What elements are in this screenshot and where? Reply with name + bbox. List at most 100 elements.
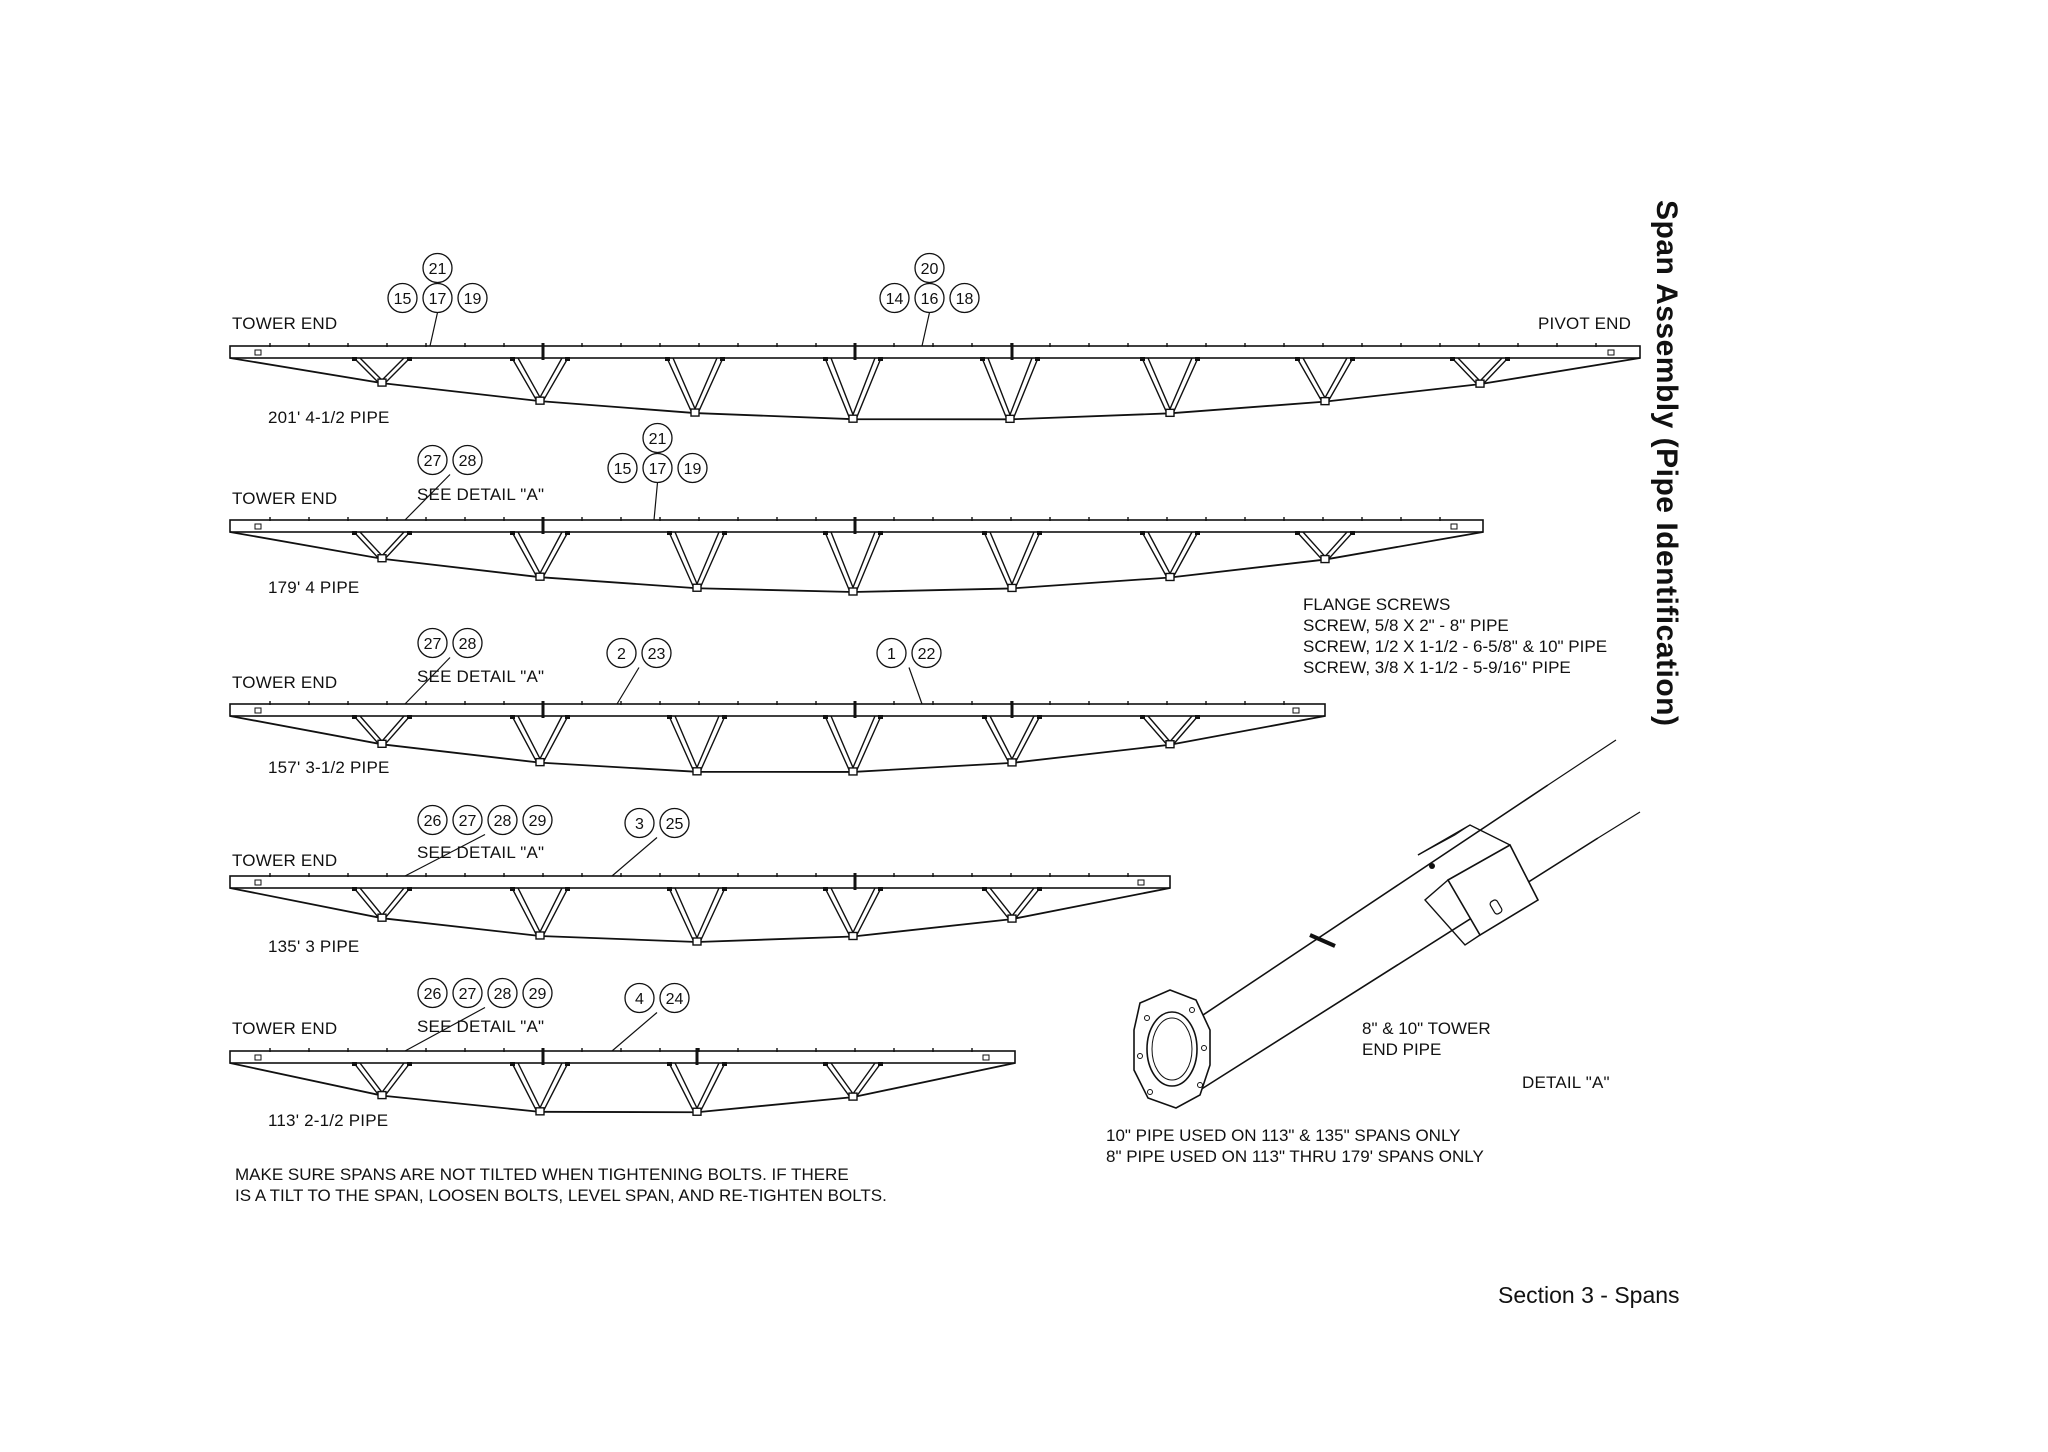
end-plate [1137,879,1145,886]
detail-a-note-2: 8" PIPE USED ON 113" THRU 179' SPANS ONL… [1106,1147,1484,1166]
part-callout-bubble [949,282,980,314]
span-1-tower-end-label: TOWER END [232,314,338,333]
pipe-outline [1172,784,1599,1091]
part-callout-bubble [879,282,910,314]
span-3-pipe-label: 157' 3-1/2 PIPE [268,758,390,777]
end-plate [254,707,262,714]
brace-clip [352,887,357,891]
part-callout-number: 19 [684,461,702,478]
detail-a-pipe-label-line-2: END PIPE [1362,1040,1442,1059]
end-plate [1607,349,1615,356]
detail-a-pipe-label-line-1: 8" & 10" TOWER [1362,1019,1491,1038]
brace-clip [565,715,570,719]
part-callout-bubble [607,452,638,484]
part-callout-bubble [876,637,907,669]
bracket-hole [1489,899,1503,915]
truss-joint [377,378,387,387]
detail-a-pipe-label: 8" & 10" TOWER END PIPE [1362,1018,1491,1060]
truss-brace [353,531,411,560]
brace-clip [980,357,985,361]
part-callout-number: 1 [887,646,896,663]
truss-rod [229,887,1171,943]
brace-clip [565,357,570,361]
part-callout-number: 26 [424,813,442,830]
truss-joint [1007,758,1017,767]
end-plate [1450,523,1458,530]
brace-clip [878,887,883,891]
part-callout-bubble [624,807,655,839]
truss-brace [824,1062,882,1098]
truss-brace [981,357,1039,420]
end-plate [254,1054,262,1061]
brace-clip [1350,531,1355,535]
truss-brace [353,357,411,384]
span-1-pivot-end-label: PIVOT END [1538,314,1632,333]
brace-clip [407,357,412,361]
truss-joint [848,587,858,596]
callout-leader [653,482,659,521]
span-2-detail-label: SEE DETAIL "A" [417,485,545,504]
truss-joint [1320,554,1330,564]
truss-brace [824,357,882,420]
flange-screws-note: FLANGE SCREWS SCREW, 5/8 X 2" - 8" PIPE … [1303,594,1607,678]
truss-joint [848,767,858,776]
top-chord [229,703,1326,717]
brace-clip [1505,357,1510,361]
brace-clip [565,531,570,535]
part-callout-bubble [624,982,655,1014]
truss-joint [1007,583,1017,593]
truss-joint [848,1092,858,1101]
span-4-pipe-label: 135' 3 PIPE [268,937,360,956]
brace-clip [1295,357,1300,361]
part-callout-number: 17 [429,291,447,308]
brace-clip [1140,357,1145,361]
flange-bore [1146,1011,1198,1087]
brace-clip [1037,715,1042,719]
part-callout-number: 28 [494,813,512,830]
truss-rod [229,531,1484,593]
part-callout-number: 24 [666,991,684,1008]
part-callout-number: 23 [648,646,666,663]
truss-brace [668,531,726,589]
tilt-warning-note: MAKE SURE SPANS ARE NOT TILTED WHEN TIGH… [235,1164,887,1206]
truss-brace [824,531,882,593]
truss-joint [692,937,702,946]
tilt-warning-line-1: MAKE SURE SPANS ARE NOT TILTED WHEN TIGH… [235,1165,849,1184]
brace-clip [823,887,828,891]
part-callout-number: 14 [886,291,904,308]
callout-leader [429,312,439,347]
end-plate [254,523,262,530]
part-callout-number: 28 [459,636,477,653]
truss-brace [824,887,882,937]
pipe-slot [1309,933,1336,948]
brace-clip [722,887,727,891]
part-callout-bubble [387,282,418,314]
truss-brace [668,1062,726,1113]
brace-clip [1295,531,1300,535]
part-callout-bubble [914,252,945,284]
brace-clip [1140,531,1145,535]
brace-clip [1195,715,1200,719]
truss-rod [229,357,1641,421]
pipe-outline [1547,739,1641,839]
end-plate [982,1054,990,1061]
truss-joint [535,931,545,940]
part-callout-number: 17 [649,461,667,478]
brace-clip [665,357,670,361]
truss-joint [535,396,545,405]
part-callout-bubble [487,977,518,1009]
page-title: Span Assembly (Pipe Identification) [1650,200,1683,727]
part-callout-bubble [642,422,673,454]
pipe-hole [1429,863,1435,869]
span-5-pipe-label: 113' 2-1/2 PIPE [268,1111,389,1130]
detail-a-notes: 10" PIPE USED ON 113" & 135" SPANS ONLY … [1106,1125,1484,1167]
part-callout-bubble [659,807,690,839]
truss-brace [353,715,411,745]
